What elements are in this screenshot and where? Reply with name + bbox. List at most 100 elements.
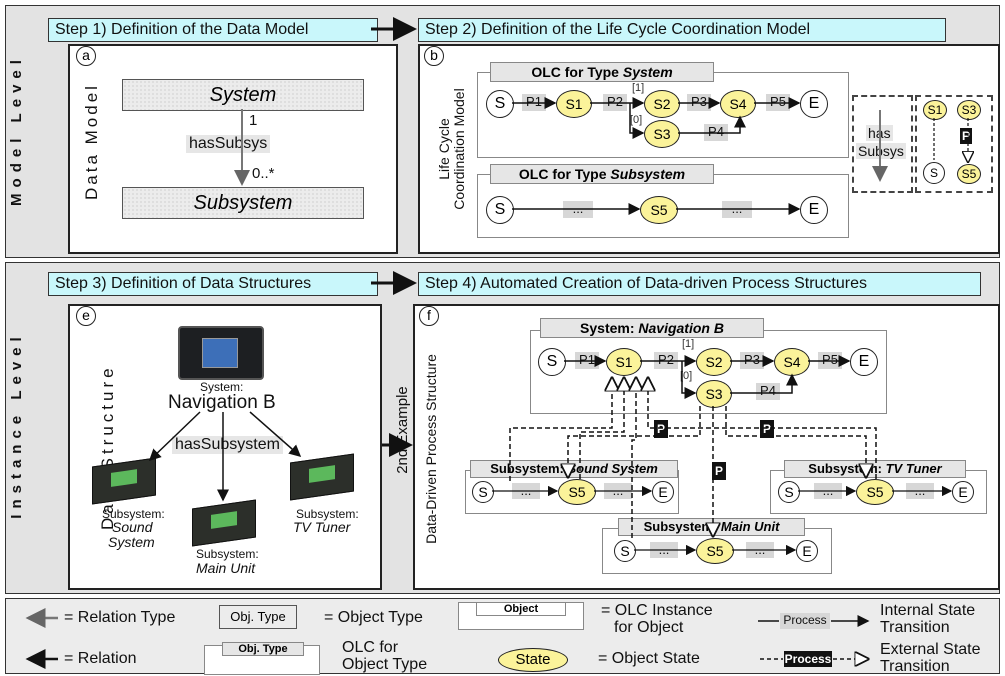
sub-state-start: S [486,196,514,224]
ds-sub1-caption: Subsystem: [102,507,165,521]
ds-sub2-caption: Subsystem: [196,547,259,561]
ps-sound-dots-2: ... [604,483,632,499]
ps-tv-title-name: TV Tuner [885,461,942,476]
state-s1: S1 [556,90,592,118]
has-subsys-label-1: has [866,125,893,141]
ps-condition-0: [0] [680,370,693,382]
main-unit-label-strip [211,511,237,529]
ps-state-s1: S1 [606,348,642,376]
ps-state-start: S [538,348,566,376]
ps-sound-title: Subsystem: Sound System [470,460,678,478]
mini-state-s1: S1 [923,100,947,120]
sub-state-end: E [800,196,828,224]
process-structure-side-label: Data-Driven Process Structure [423,354,439,544]
state-start: S [486,90,514,118]
legend-obj-type-box: Obj. Type [219,605,297,629]
panel-e-letter: e [76,306,96,326]
ps-tv-end: E [952,481,974,503]
olc-subsystem-title: OLC for Type Subsystem [490,164,714,184]
legend-relation-type: = Relation Type [64,609,176,626]
legend-internal-1: Internal State [880,602,976,619]
ps-tv-dots-1: ... [814,483,842,499]
state-s2: S2 [644,90,680,118]
legend-object-type: = Object Type [324,609,423,626]
olc-system-title: OLC for Type System [490,62,714,82]
legend-process-internal: Process [780,613,830,629]
legend-internal-2: Transition [880,619,950,636]
legend-object-state: = Object State [598,650,700,667]
condition-1: [1] [632,82,645,94]
condition-0: [0] [630,114,643,126]
ps-main-start: S [614,540,636,562]
navigation-device-image [178,326,264,380]
ps-sound-title-prefix: Subsystem: [490,461,568,476]
has-subsys-label-2: Subsys [856,143,906,159]
mini-state-s3: S3 [957,100,981,120]
olc-subsystem-title-prefix: OLC for Type [518,166,611,182]
sound-system-label-strip [111,469,137,487]
cardinality-top: 1 [249,112,258,129]
legend-relation: = Relation [64,650,137,667]
ps-main-title: Subsystem: Main Unit [618,518,805,536]
ps-state-s3: S3 [696,380,732,408]
model-level-label: Model Level [8,54,25,206]
panel-f-letter: f [419,306,439,326]
ps-sound-start: S [472,481,494,503]
navigation-device-screen [202,338,238,368]
data-model-side-label: Data Model [82,83,101,200]
ps-main-dots-1: ... [650,542,678,558]
ps-tv-start: S [778,481,800,503]
ps-main-end: E [796,540,818,562]
sub-process-dots-2: ... [722,201,752,218]
second-example-label: 2nd Example [394,386,411,474]
tv-tuner-label-strip [309,465,335,483]
state-s3: S3 [644,120,680,148]
state-end: E [800,90,828,118]
olc-system-title-prefix: OLC for Type [531,64,623,80]
panel-b-letter: b [424,46,444,66]
sub-state-s5: S5 [640,196,678,224]
panel-a-letter: a [76,46,96,66]
ds-sub3-name: TV Tuner [293,519,351,535]
ps-external-p-right: P [760,420,774,438]
legend-olc-instance-1: = OLC Instance [601,602,713,619]
ps-process-p5: P5 [818,352,842,369]
ps-sound-dots-1: ... [512,483,540,499]
process-p3: P3 [687,94,711,111]
ps-main-s5: S5 [696,538,734,564]
mini-external-process: P [960,128,972,144]
data-structure-side-label: Data Structure [98,364,117,530]
ps-system-title: System: Navigation B [540,318,764,338]
ps-tv-s5: S5 [856,479,894,505]
ds-sub1-name-1: Sound [112,519,153,535]
process-p5: P5 [766,94,790,111]
ds-sub3-caption: Subsystem: [296,507,359,521]
ps-process-p1: P1 [575,352,599,369]
mini-state-start: S [923,162,945,184]
step-3-header: Step 3) Definition of Data Structures [48,272,378,296]
ps-main-title-prefix: Subsystem: [643,519,721,534]
lcm-side-label-2: Coordination Model [451,88,467,210]
cardinality-bottom: 0..* [252,165,275,182]
ds-sub2-name: Main Unit [196,560,256,576]
olc-system-title-type: System [622,64,673,80]
sub-process-dots-1: ... [563,201,593,218]
process-p1: P1 [522,94,546,111]
step-1-header: Step 1) Definition of the Data Model [48,18,378,42]
legend-olc-for-2: Object Type [342,656,428,673]
ps-tv-title-prefix: Subsystem: [808,461,886,476]
instance-level-label: Instance Level [8,331,25,519]
state-s4: S4 [720,90,756,118]
relation-has-subsys: hasSubsys [186,135,271,153]
ps-state-end: E [850,348,878,376]
ps-sound-end: E [652,481,674,503]
data-model-system-type: System [122,79,364,111]
ds-sub1-name-2: System [108,534,155,550]
ds-relation: hasSubsystem [172,436,283,454]
step-4-header: Step 4) Automated Creation of Data-drive… [418,272,981,296]
legend-object-tab: Object [476,602,566,616]
legend-external-2: Transition [880,658,950,675]
ps-process-p4: P4 [756,383,780,400]
ps-tv-dots-2: ... [906,483,934,499]
ps-external-p-left: P [654,420,668,438]
